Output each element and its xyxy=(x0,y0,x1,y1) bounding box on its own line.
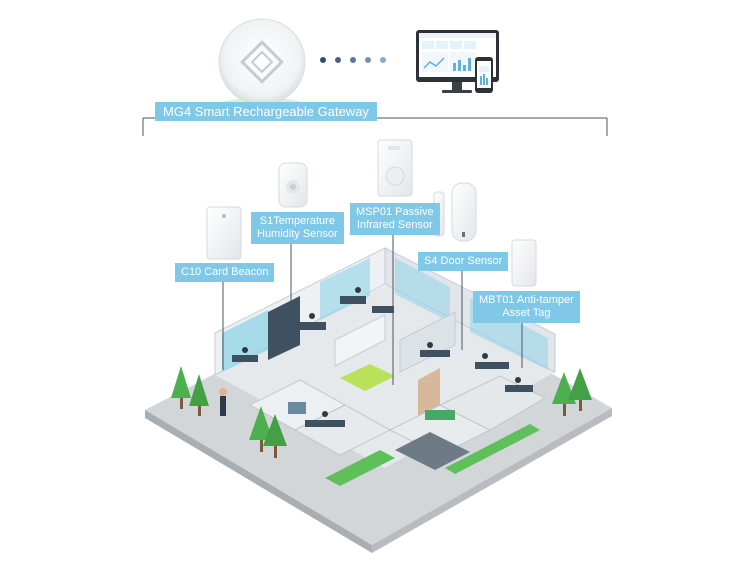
office-interior xyxy=(214,247,556,486)
connection-dots-icon xyxy=(320,57,386,63)
mbt01-label-line1: MBT01 Anti-tamper xyxy=(479,294,574,306)
gateway-label: MG4 Smart Rechargeable Gateway xyxy=(155,102,377,121)
c10-card-beacon-label: C10 Card Beacon xyxy=(175,263,275,282)
trees-left xyxy=(171,366,287,458)
monitor-dashboard-icon xyxy=(416,30,499,93)
msp01-pir-label: MSP01 Passive Infrared Sensor xyxy=(350,203,440,235)
s1-temperature-humidity-label: S1Temperature Humidity Sensor xyxy=(251,212,344,244)
msp01-pir-sensor-icon xyxy=(377,139,413,197)
phone-app-icon xyxy=(475,57,493,93)
s4-door-sensor-label: S4 Door Sensor xyxy=(418,252,509,271)
s1-label-line2: Humidity Sensor xyxy=(257,228,338,240)
leader-lines xyxy=(222,233,523,385)
mbt01-label-line2: Asset Tag xyxy=(502,307,551,319)
msp01-label-line1: MSP01 Passive xyxy=(356,206,434,218)
gateway-device-icon xyxy=(218,18,306,108)
msp01-label-line2: Infrared Sensor xyxy=(356,219,433,231)
c10-card-beacon-icon xyxy=(206,206,242,260)
s1-label-line1: S1Temperature xyxy=(259,215,335,227)
mbt01-asset-tag-label: MBT01 Anti-tamper Asset Tag xyxy=(473,291,580,323)
trees-right xyxy=(552,368,592,416)
s1-temperature-sensor-icon xyxy=(278,162,308,208)
s4-door-sensor-icon xyxy=(433,182,477,242)
mbt01-asset-tag-icon xyxy=(511,239,537,287)
